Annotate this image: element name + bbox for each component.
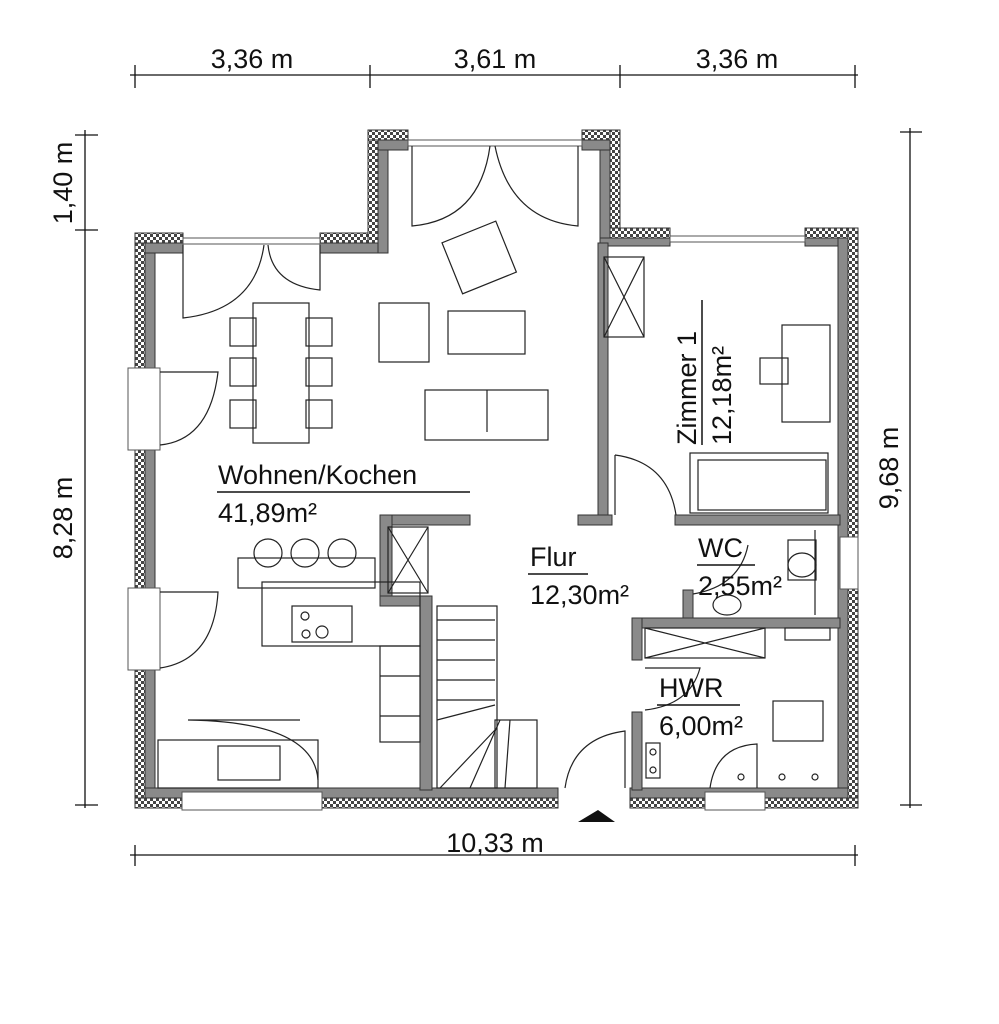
entrance-arrow-icon xyxy=(578,810,615,822)
dimension-lines xyxy=(75,65,922,866)
room-hwr: HWR 6,00m² xyxy=(657,673,743,741)
furniture xyxy=(157,220,831,789)
room-wc: WC 2,55m² xyxy=(697,533,782,601)
room-name: Flur xyxy=(530,542,577,572)
windows xyxy=(127,139,859,811)
room-area: 12,30m² xyxy=(530,580,629,610)
room-area: 12,18m² xyxy=(707,346,737,445)
dim-top-left: 3,36 m xyxy=(211,44,294,74)
room-area: 2,55m² xyxy=(698,571,782,601)
door-swings xyxy=(159,145,758,789)
dim-top-right: 3,36 m xyxy=(696,44,779,74)
room-zimmer-1: Zimmer 1 12,18m² xyxy=(672,300,737,445)
room-name: HWR xyxy=(659,673,723,703)
room-flur: Flur 12,30m² xyxy=(528,542,629,610)
room-area: 41,89m² xyxy=(218,498,317,528)
dim-bottom: 10,33 m xyxy=(446,828,544,858)
room-wohnen-kochen: Wohnen/Kochen 41,89m² xyxy=(217,460,470,528)
dim-left-upper: 1,40 m xyxy=(48,142,78,225)
room-name: WC xyxy=(698,533,743,563)
interior-walls xyxy=(379,242,841,791)
dim-left-lower: 8,28 m xyxy=(48,477,78,560)
room-name: Wohnen/Kochen xyxy=(218,460,417,490)
room-name: Zimmer 1 xyxy=(672,331,702,445)
dim-right: 9,68 m xyxy=(874,427,904,510)
room-area: 6,00m² xyxy=(659,711,743,741)
dim-top-middle: 3,61 m xyxy=(454,44,537,74)
